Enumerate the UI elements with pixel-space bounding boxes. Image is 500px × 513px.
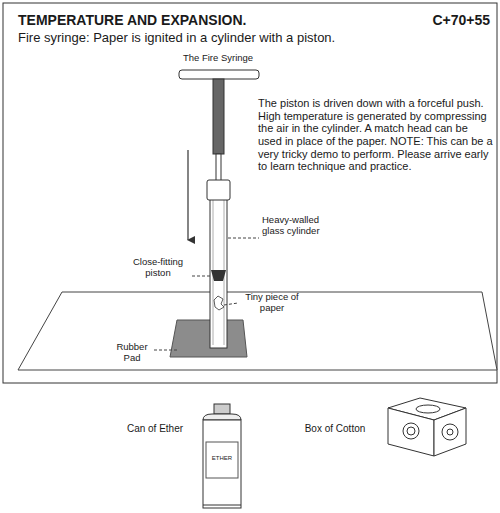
- frame: [3, 3, 497, 383]
- part-name: The Fire Syringe: [168, 53, 268, 64]
- ether-can: [203, 404, 241, 508]
- piston: [211, 270, 226, 281]
- leader-line: [192, 276, 211, 277]
- glass-cylinder: [210, 196, 227, 348]
- can-label: ETHER: [206, 455, 238, 462]
- table: [18, 292, 497, 370]
- leader-line: [154, 350, 178, 351]
- item-name: Can of Ether: [120, 423, 190, 435]
- push-arrow: [187, 150, 188, 240]
- part-name: Close-fitting piston: [126, 257, 190, 279]
- part-name: Heavy-walled glass cylinder: [262, 215, 332, 237]
- subtitle: Fire syringe: Paper is ignited in a cyli…: [18, 31, 488, 46]
- leader-line: [224, 303, 238, 305]
- handle: [179, 70, 259, 79]
- paper: [214, 296, 224, 310]
- rubber-pad: [170, 320, 247, 357]
- leader-line: [228, 238, 259, 239]
- note: The piston is driven down with a forcefu…: [258, 97, 494, 173]
- page-code: C+70+55: [410, 12, 490, 28]
- part-name: Tiny piece of paper: [240, 292, 304, 314]
- title: TEMPERATURE AND EXPANSION.: [18, 12, 246, 28]
- part-name: Rubber Pad: [112, 342, 152, 364]
- cylinder-cap: [207, 180, 230, 200]
- item-name: Box of Cotton: [300, 423, 370, 435]
- cotton-box: [388, 398, 466, 456]
- rod: [213, 79, 224, 154]
